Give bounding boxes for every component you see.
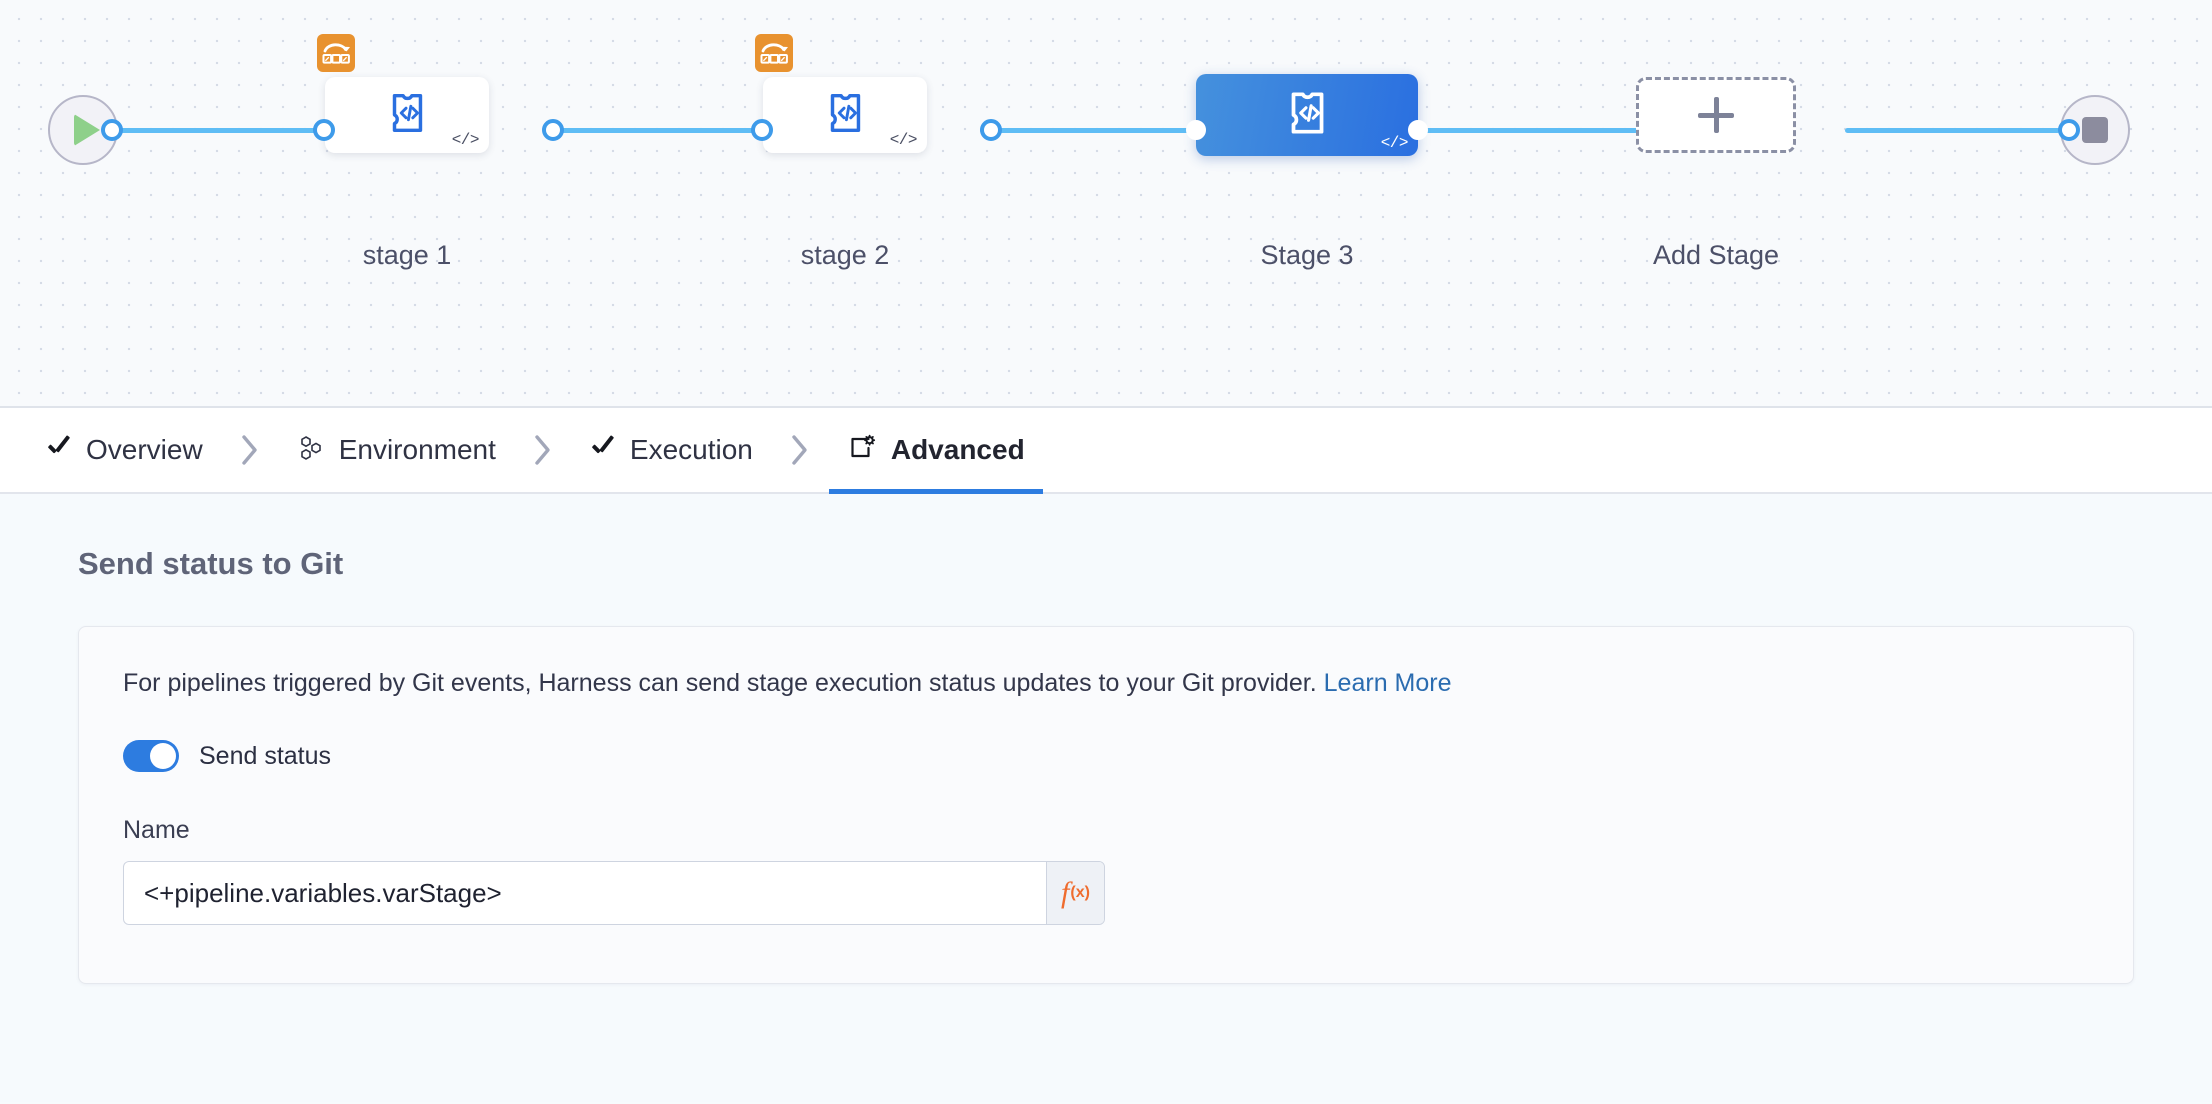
chevron-right-icon — [221, 408, 279, 492]
fx-x-label: (x) — [1070, 884, 1090, 901]
send-status-toggle-label: Send status — [199, 741, 332, 770]
pipeline-canvas[interactable]: </> stage 1 </> stag — [0, 0, 2212, 408]
tab-advanced-label: Advanced — [890, 434, 1025, 465]
stage-node-3[interactable]: </> — [1196, 74, 1418, 156]
stage3-output-port[interactable] — [1408, 120, 1428, 140]
name-input[interactable] — [124, 862, 1046, 924]
edge-stage2-to-stage3 — [980, 128, 1220, 133]
stop-icon — [2082, 117, 2108, 143]
name-field-wrapper: f(x) — [123, 861, 1105, 925]
end-node-port[interactable] — [2058, 119, 2080, 141]
card-description-text: For pipelines triggered by Git events, H… — [123, 669, 1324, 697]
ci-build-stage-icon — [820, 88, 870, 143]
stage-label-1: stage 1 — [362, 240, 452, 270]
stage-code-indicator-3: </> — [1380, 134, 1409, 152]
tab-advanced[interactable]: Advanced — [828, 408, 1043, 494]
check-icon — [46, 437, 72, 463]
play-icon — [74, 114, 100, 146]
stage-config-tabbar: Overview Environment Execution — [0, 408, 2212, 494]
learn-more-link[interactable]: Learn More — [1323, 669, 1452, 697]
chevron-right-icon — [514, 408, 572, 492]
edge-addstage-to-end — [1845, 128, 2060, 133]
stage1-output-port[interactable] — [542, 119, 564, 141]
stage-label-2: stage 2 — [800, 240, 890, 270]
card-description: For pipelines triggered by Git events, H… — [123, 669, 2089, 698]
tab-overview-label: Overview — [86, 434, 203, 465]
stage3-input-port[interactable] — [1186, 120, 1206, 140]
tab-environment[interactable]: Environment — [279, 408, 514, 492]
stage-node-1[interactable]: </> — [317, 34, 489, 153]
advanced-gear-icon — [847, 433, 877, 468]
tab-execution-label: Execution — [629, 434, 753, 465]
check-icon — [590, 437, 616, 463]
stage2-output-port[interactable] — [980, 119, 1002, 141]
stage-code-indicator-2: </> — [889, 131, 918, 149]
ci-build-stage-icon — [382, 88, 432, 143]
start-node-port[interactable] — [101, 119, 123, 141]
matrix-strategy-icon — [317, 34, 355, 72]
name-field-label: Name — [123, 816, 190, 844]
expression-fx-button[interactable]: f(x) — [1046, 862, 1104, 924]
add-stage-node[interactable] — [1636, 77, 1796, 153]
hexagons-icon — [297, 434, 325, 467]
tab-environment-label: Environment — [338, 434, 496, 465]
send-status-toggle[interactable] — [123, 740, 179, 772]
tab-overview[interactable]: Overview — [28, 408, 221, 492]
ci-build-stage-icon — [1280, 86, 1334, 145]
send-status-to-git-card: For pipelines triggered by Git events, H… — [78, 626, 2134, 984]
matrix-strategy-icon — [755, 34, 793, 72]
edge-stage1-to-stage2 — [548, 128, 768, 133]
stage1-input-port[interactable] — [313, 119, 335, 141]
send-status-toggle-row: Send status — [123, 740, 2089, 772]
tab-execution[interactable]: Execution — [572, 408, 771, 492]
add-stage-label: Add Stage — [1652, 240, 1780, 270]
chevron-right-icon — [771, 408, 829, 492]
stage-code-indicator-1: </> — [451, 131, 480, 149]
stage2-input-port[interactable] — [751, 119, 773, 141]
page-title: Send status to Git — [78, 546, 344, 581]
edge-stage3-to-addstage — [1418, 128, 1638, 133]
stage-label-3: Stage 3 — [1260, 240, 1354, 270]
toggle-knob — [150, 743, 176, 769]
edge-start-to-stage1 — [110, 128, 330, 133]
fx-f-label: f — [1061, 876, 1070, 909]
stage-node-2[interactable]: </> — [755, 34, 927, 153]
plus-icon — [1698, 97, 1734, 133]
advanced-tab-panel: Send status to Git For pipelines trigger… — [0, 494, 2212, 1102]
